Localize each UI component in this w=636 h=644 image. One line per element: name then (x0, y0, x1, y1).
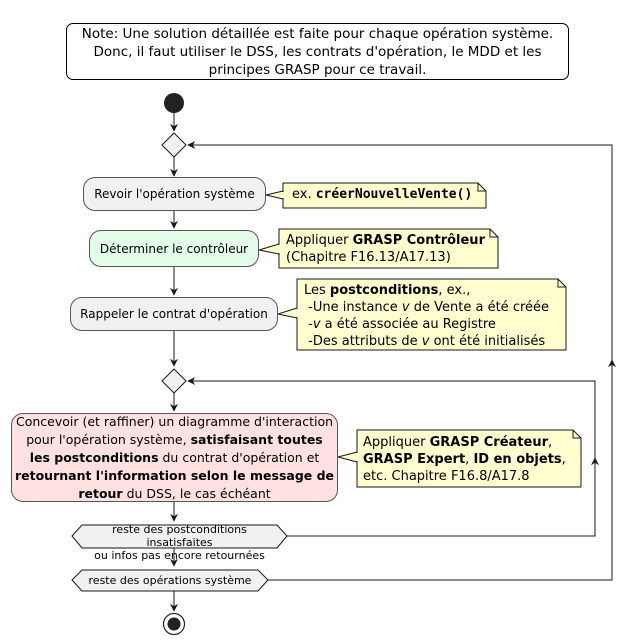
note-example: ex. créerNouvelleVente() (292, 186, 472, 203)
note-createur-1b: GRASP Créateur (429, 435, 548, 450)
action-revoir-label: Revoir l'opération système (94, 187, 255, 201)
concevoir-line-4: retournant l'information selon le messag… (14, 467, 335, 483)
action-concevoir-diagramme: Concevoir (et raffiner) un diagramme d'i… (11, 413, 338, 502)
note-post-2c: de Vente a été créée (409, 300, 550, 315)
note-createur-3: etc. Chapitre F16.8/A17.8 (363, 469, 530, 484)
note-createur-2a: GRASP Expert (363, 452, 466, 467)
action-rappeler-label: Rappeler le contrat d'opération (80, 307, 268, 321)
note-controleur-1b: GRASP Contrôleur (352, 233, 485, 248)
note-createur: Appliquer GRASP Créateur, GRASP Expert, … (363, 434, 566, 485)
note-createur-shape (356, 429, 582, 488)
note-post-2b: v (401, 300, 410, 315)
note-createur-2b: , (465, 452, 474, 467)
note-post-4c: ont été initialisés (429, 334, 546, 349)
inner-loop-label-2: ou infos pas encore retournées (94, 549, 265, 562)
outer-loop-label-text: reste des opérations système (88, 574, 252, 587)
note-postconditions-shape (296, 278, 567, 351)
note-controleur-2: (Chapitre F16.13/A17.13) (286, 250, 451, 265)
action-determiner-label: Déterminer le contrôleur (99, 241, 249, 256)
title-note-line-1: Note: Une solution détaillée est faite p… (81, 26, 554, 42)
start-node (164, 93, 184, 113)
action-rappeler-contrat: Rappeler le contrat d'opération (70, 297, 278, 331)
concevoir-line-2b: satisfaisant toutes (190, 431, 323, 447)
concevoir-line-1: Concevoir (et raffiner) un diagramme d'i… (15, 413, 334, 429)
title-note-line-3: principes GRASP pour ce travail. (208, 62, 427, 78)
outer-merge-diamond (161, 132, 187, 158)
note-post-1a: Les (304, 283, 330, 298)
note-controleur-shape (278, 228, 499, 269)
outer-loop-label: reste des opérations système (82, 574, 258, 587)
action-revoir-operation: Revoir l'opération système (83, 177, 266, 211)
note-post-1b: postconditions (329, 283, 439, 298)
note-createur-1c: , (548, 435, 553, 450)
note-createur-2c: ID en objets (473, 452, 562, 467)
note-postconditions: Les postconditions, ex., -Une instance v… (304, 282, 549, 350)
note-post-4b: v (421, 334, 430, 349)
note-example-code: créerNouvelleVente() (315, 187, 473, 202)
title-note: Note: Une solution détaillée est faite p… (66, 23, 569, 80)
note-createur-1a: Appliquer (363, 435, 430, 450)
note-post-1c: , ex., (438, 283, 471, 298)
concevoir-line-5a: retour (78, 485, 123, 501)
note-post-3b: v (312, 317, 321, 332)
note-controleur: Appliquer GRASP Contrôleur (Chapitre F16… (286, 232, 485, 266)
action-determiner-controleur: Déterminer le contrôleur (89, 230, 259, 267)
note-post-3c: a été associée au Registre (320, 317, 496, 332)
concevoir-line-5b: du DSS, le cas échéant (122, 485, 271, 501)
concevoir-line-2a: pour l'opération système, (26, 431, 191, 447)
note-createur-2d: , (561, 452, 566, 467)
inner-loop-label: reste des postconditions insatisfaites o… (82, 523, 277, 562)
note-post-2a: -Une instance (308, 300, 402, 315)
inner-loop-label-1: reste des postconditions insatisfaites (112, 523, 247, 549)
concevoir-line-3b: du contrat d'opération et (158, 449, 320, 465)
note-example-shape (282, 182, 487, 209)
title-note-line-2: Donc, il faut utiliser le DSS, les contr… (93, 44, 542, 60)
note-controleur-1a: Appliquer (286, 233, 353, 248)
note-post-3a: - (308, 317, 313, 332)
inner-merge-diamond (161, 368, 187, 394)
note-example-prefix: ex. (292, 187, 316, 202)
concevoir-line-3a: les postconditions (29, 449, 159, 465)
note-post-4a: -Des attributs de (308, 334, 422, 349)
